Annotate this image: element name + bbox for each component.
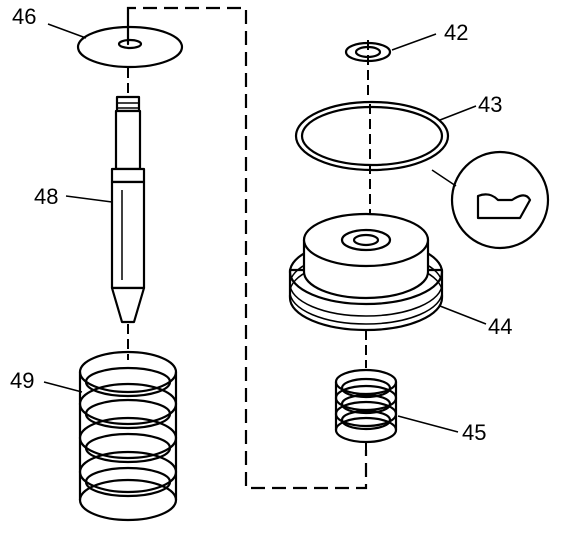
label-43: 43 bbox=[478, 92, 502, 117]
part-42-clip bbox=[344, 40, 392, 100]
leader-49 bbox=[43, 381, 83, 393]
leader-42 bbox=[391, 33, 437, 51]
label-49: 49 bbox=[10, 368, 34, 393]
label-48: 48 bbox=[34, 184, 58, 209]
part-48-pin bbox=[110, 68, 146, 360]
leader-46 bbox=[47, 23, 87, 39]
leader-45 bbox=[397, 415, 459, 433]
label-46: 46 bbox=[12, 4, 36, 29]
seal-cross-section-detail bbox=[431, 150, 550, 250]
label-44: 44 bbox=[488, 314, 512, 339]
assembly-path-line bbox=[126, 6, 368, 490]
part-43-oring bbox=[294, 100, 450, 220]
label-42: 42 bbox=[444, 20, 468, 45]
part-45-small-spring bbox=[334, 368, 398, 450]
part-46-washer bbox=[76, 12, 184, 69]
leader-44 bbox=[439, 305, 487, 325]
part-44-piston bbox=[288, 212, 444, 368]
part-49-large-spring bbox=[78, 350, 178, 522]
leader-48 bbox=[65, 195, 113, 203]
label-45: 45 bbox=[462, 420, 486, 445]
leader-43 bbox=[439, 105, 477, 121]
